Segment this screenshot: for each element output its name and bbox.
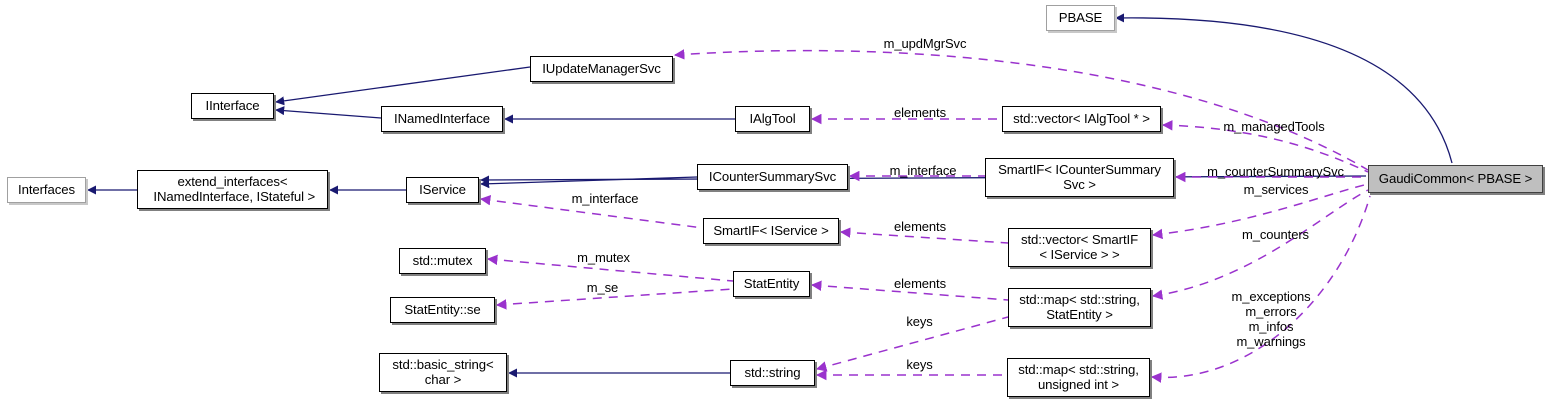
edge-label-elements_1: elements <box>894 105 946 120</box>
edge-label-interface_2: m_interface <box>571 191 639 206</box>
class-node-smartif_iservice[interactable]: SmartIF< IService > <box>703 218 839 244</box>
class-node-statentity[interactable]: StatEntity <box>733 271 810 297</box>
edge-label-exceptions_block: m_exceptions m_errors m_infos m_warnings <box>1231 289 1311 349</box>
class-node-icountersummary[interactable]: ICounterSummarySvc <box>697 164 848 190</box>
edge-label-keys_1: keys <box>906 314 933 329</box>
class-node-vec_ialgtool[interactable]: std::vector< IAlgTool * > <box>1002 106 1161 132</box>
class-node-statentity_se[interactable]: StatEntity::se <box>390 297 495 323</box>
edge-label-elements_3: elements <box>894 276 946 291</box>
class-node-map_statentity[interactable]: std::map< std::string, StatEntity > <box>1008 288 1151 327</box>
class-node-iservice[interactable]: IService <box>406 177 479 203</box>
class-node-extend_interfaces[interactable]: extend_interfaces< INamedInterface, ISta… <box>137 170 328 209</box>
class-node-iupdatemanager[interactable]: IUpdateManagerSvc <box>530 56 673 82</box>
edge-label-managedtools: m_managedTools <box>1223 119 1325 134</box>
edge-label-updmgrsvc: m_updMgrSvc <box>883 36 967 51</box>
class-node-smartif_cs[interactable]: SmartIF< ICounterSummary Svc > <box>985 158 1174 197</box>
class-node-ialgtool[interactable]: IAlgTool <box>735 106 810 132</box>
class-node-interfaces[interactable]: Interfaces <box>7 177 86 203</box>
class-node-iinterface[interactable]: IInterface <box>191 93 274 119</box>
edge-label-countersummarysvc: m_counterSummarySvc <box>1207 164 1344 179</box>
class-node-inamedinterface[interactable]: INamedInterface <box>381 106 503 132</box>
class-node-pbase[interactable]: PBASE <box>1046 5 1115 31</box>
edge-label-mutex: m_mutex <box>577 250 630 265</box>
class-node-vec_smartif[interactable]: std::vector< SmartIF < IService > > <box>1008 228 1151 267</box>
class-node-string[interactable]: std::string <box>730 360 815 386</box>
edge-label-counters: m_counters <box>1242 227 1309 242</box>
edge-label-se: m_se <box>586 280 619 295</box>
class-node-map_uint[interactable]: std::map< std::string, unsigned int > <box>1007 358 1150 397</box>
edge-label-keys_2: keys <box>906 357 933 372</box>
edge-label-services: m_services <box>1243 182 1309 197</box>
class-node-mutex[interactable]: std::mutex <box>399 248 486 274</box>
edge-label-interface_1: m_interface <box>889 163 957 178</box>
class-node-basic_string[interactable]: std::basic_string< char > <box>379 353 507 392</box>
class-node-gaudicommon[interactable]: GaudiCommon< PBASE > <box>1368 165 1543 193</box>
edge-label-elements_2: elements <box>894 219 946 234</box>
